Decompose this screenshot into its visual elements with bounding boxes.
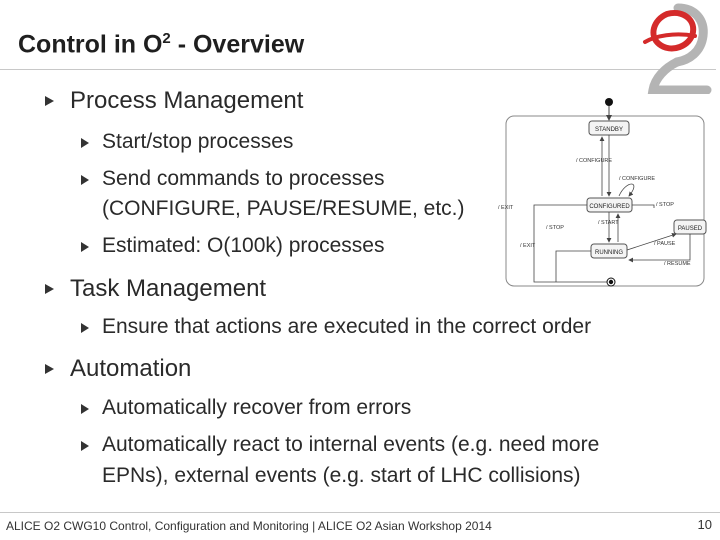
title-superscript: 2 [162,30,171,47]
sub-bullet-send-commands-cont: (CONFIGURE, PAUSE/RESUME, etc.) [102,197,465,221]
sub-bullet-text: Automatically recover from errors [102,396,412,419]
sub-bullet-text: Ensure that actions are executed in the … [102,315,592,338]
transition-label-exit-running: / EXIT [520,243,536,249]
title-suffix: - Overview [170,30,305,59]
sub-bullet-ensure-order: Ensure that actions are executed in the … [81,315,592,339]
state-configured-label: CONFIGURED [589,204,630,210]
sub-bullet-text: Start/stop processes [102,130,294,153]
transition-label-exit-configured: / EXIT [498,205,514,211]
bullet-task-management: Task Management [45,275,267,303]
initial-node [605,98,613,106]
bullet-automation: Automation [45,355,192,383]
bullet-triangle-icon [45,284,54,294]
transition-label-stop-right: / STOP [656,202,674,208]
sub-bullet-start-stop: Start/stop processes [81,130,294,154]
bullet-triangle-icon [45,364,54,374]
bullet-process-management: Process Management [45,87,304,115]
bullet-triangle-icon [81,441,89,451]
bullet-text: Process Management [70,87,304,114]
sub-bullet-text: EPNs), external events (e.g. start of LH… [102,464,581,487]
transition-label-pause: / PAUSE [654,241,676,247]
bullet-triangle-icon [81,323,89,333]
transition-label-configure: / CONFIGURE [576,158,612,164]
o2-logo-icon [643,3,712,94]
bullet-triangle-icon [81,138,89,148]
sub-bullet-recover: Automatically recover from errors [81,396,412,420]
sub-bullet-estimated: Estimated: O(100k) processes [81,234,385,258]
title-divider [0,69,716,70]
slide-title: Control in O2 - Overview [18,30,304,59]
sub-bullet-react: Automatically react to internal events (… [81,433,600,457]
state-running-label: RUNNING [595,250,623,256]
page-number: 10 [697,517,712,532]
bullet-triangle-icon [81,242,89,252]
transition-label-configure-self: / CONFIGURE [619,176,655,182]
bullet-text: Automation [70,355,192,382]
bullet-triangle-icon [45,96,54,106]
bullet-triangle-icon [81,404,89,414]
bullet-text: Task Management [70,275,267,302]
sub-bullet-text: Send commands to processes [102,167,385,190]
state-machine-diagram: STANDBY CONFIGURED RUNNING PAUSED / CONF… [498,98,707,287]
state-paused-label: PAUSED [678,226,703,232]
bullet-triangle-icon [81,175,89,185]
footer-divider [0,512,720,513]
footer-text: ALICE O2 CWG10 Control, Configuration an… [6,519,492,533]
transition-label-stop-left: / STOP [546,225,564,231]
sub-bullet-text: Estimated: O(100k) processes [102,234,385,257]
title-prefix: Control in O [18,30,163,59]
transition-label-start: / START [598,220,619,226]
transition-label-resume: / RESUME [664,261,691,267]
sub-bullet-text: Automatically react to internal events (… [102,433,600,456]
composite-state-box [505,115,705,287]
state-standby-label: STANDBY [595,127,623,133]
sub-bullet-react-cont: EPNs), external events (e.g. start of LH… [102,464,581,488]
sub-bullet-text: (CONFIGURE, PAUSE/RESUME, etc.) [102,197,465,220]
sub-bullet-send-commands: Send commands to processes [81,167,385,191]
